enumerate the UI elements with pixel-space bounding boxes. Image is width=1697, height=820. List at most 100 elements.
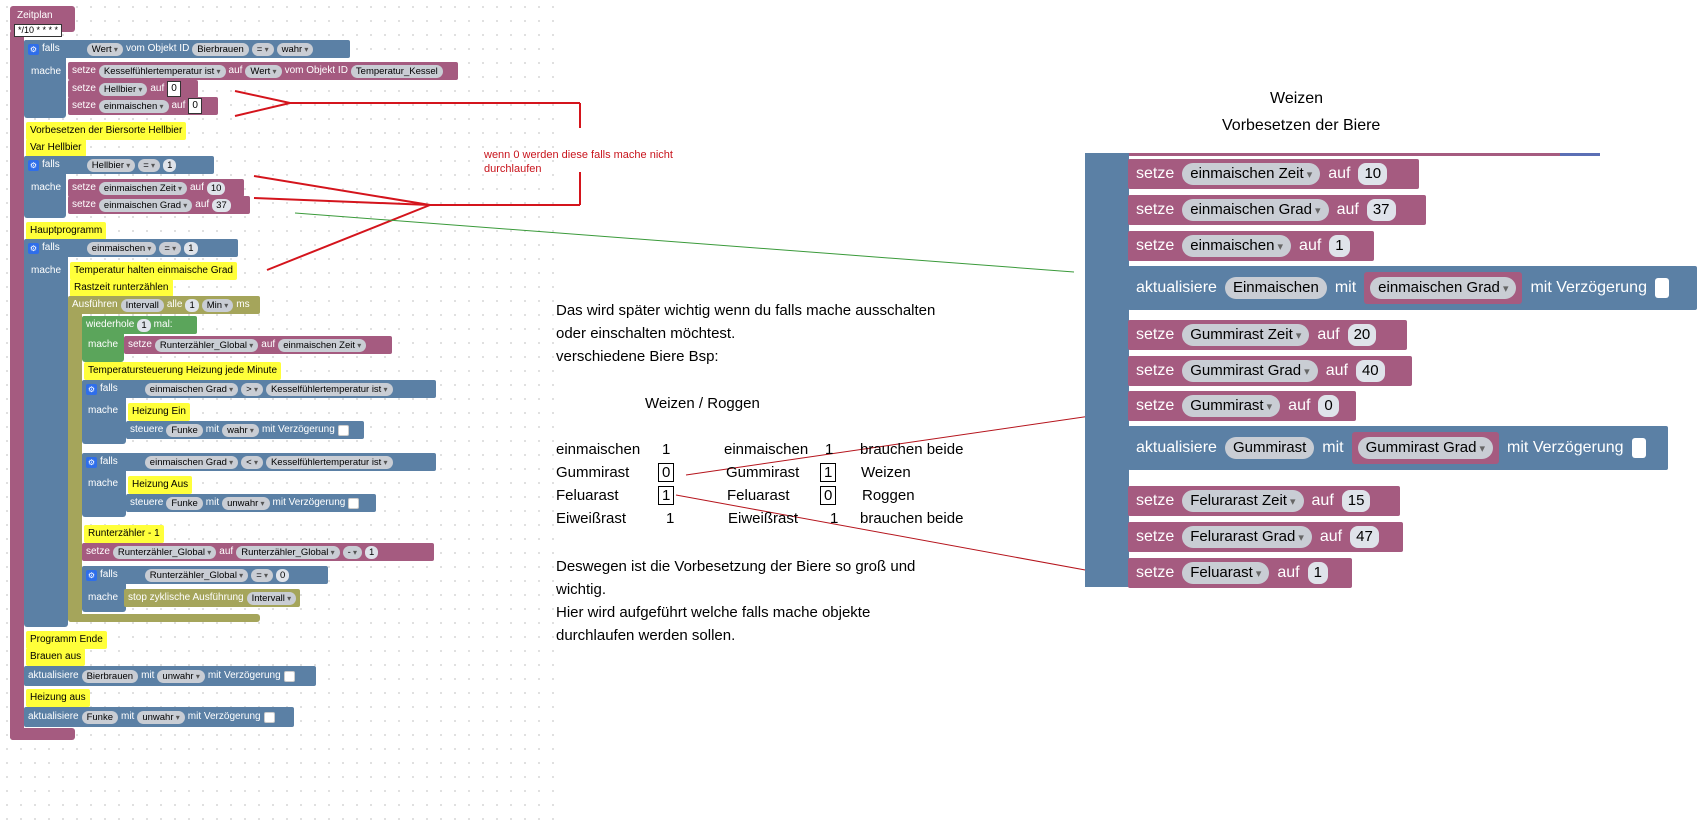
zoom-set-gummirast[interactable]: setze Gummirast auf 0 — [1128, 391, 1356, 421]
if1-cond-3[interactable]: Bierbrauen — [192, 42, 249, 56]
zoom-set-einmaischen[interactable]: setze einmaischen auf 1 — [1128, 231, 1374, 261]
var-hellbier[interactable]: Hellbier — [98, 82, 148, 96]
var-gummirast[interactable]: Gummirast — [1182, 395, 1281, 417]
num-1[interactable]: 1 — [1307, 562, 1328, 584]
obj-funke[interactable]: Funke — [166, 496, 203, 510]
cron-field[interactable]: */10 * * * * — [14, 24, 63, 37]
delay-checkbox[interactable] — [283, 670, 295, 682]
var-einmaischen[interactable]: einmaischen — [98, 99, 169, 113]
op-minus[interactable]: - — [342, 545, 363, 559]
var-gummirast-zeit[interactable]: Gummirast Zeit — [1182, 324, 1310, 346]
zoom-upd-einmaischen[interactable]: aktualisiere Einmaischen mit einmaischen… — [1128, 266, 1697, 310]
var-kesseltemp[interactable]: Kesselfühlertemperatur ist — [265, 455, 393, 469]
delay-checkbox[interactable] — [337, 424, 349, 436]
if1-set-1[interactable]: setze Kesselfühlertemperatur ist auf Wer… — [68, 62, 458, 80]
var-runterzaehler[interactable]: Runterzähler_Global — [144, 568, 249, 582]
var-einmaischen-grad[interactable]: einmaischen Grad — [1370, 277, 1517, 299]
if2-set-1[interactable]: setze einmaischen Zeit auf 10 — [68, 179, 244, 197]
if2-header[interactable]: ⚙falls Hellbier = 1 — [24, 156, 214, 174]
val-unwahr[interactable]: unwahr — [222, 496, 270, 510]
zoom-set-einmaischen-grad[interactable]: setze einmaischen Grad auf 37 — [1128, 195, 1426, 225]
var-feluarast[interactable]: Feluarast — [1182, 562, 1270, 584]
comment-temperatursteuerung[interactable]: Temperatursteuerung Heizung jede Minute — [84, 362, 281, 380]
var-einmaischen-zeit[interactable]: einmaischen Zeit — [1182, 163, 1321, 185]
delay-checkbox[interactable] — [263, 711, 275, 723]
var-gummirast-grad[interactable]: Gummirast Grad — [1357, 437, 1494, 459]
var-kesseltemp[interactable]: Kesselfühlertemperatur ist — [265, 382, 393, 396]
obj-funke[interactable]: Funke — [166, 423, 203, 437]
obj-funke[interactable]: Funke — [81, 710, 118, 724]
val-wahr[interactable]: wahr — [222, 423, 259, 437]
interval-name[interactable]: Intervall — [120, 298, 164, 312]
if1-cond-4[interactable]: = — [251, 42, 274, 56]
val-wert[interactable]: Wert — [245, 64, 282, 78]
op-lt[interactable]: < — [241, 455, 263, 469]
var-kesseltemp[interactable]: Kesselfühlertemperatur ist — [98, 64, 226, 78]
var-einmaischen-grad[interactable]: einmaischen Grad — [98, 198, 193, 212]
num-1[interactable]: 1 — [365, 545, 379, 559]
repeat-header[interactable]: wiederhole 1 mal: — [82, 316, 197, 334]
if4-steuere[interactable]: steuere Funke mit wahr mit Verzögerung — [126, 421, 364, 439]
comment-temperatur-halten[interactable]: Temperatur halten einmaische Grad — [70, 262, 237, 280]
zoom-set-felurarast-grad[interactable]: setze Felurarast Grad auf 47 — [1128, 522, 1403, 552]
val-unwahr[interactable]: unwahr — [137, 710, 185, 724]
if3-header[interactable]: ⚙falls einmaischen = 1 — [24, 239, 238, 257]
var-einmaischen-grad[interactable]: einmaischen Grad — [1182, 199, 1329, 221]
zoom-set-einmaischen-zeit[interactable]: setze einmaischen Zeit auf 10 — [1128, 159, 1419, 189]
if1-cond-1[interactable]: Wert — [86, 42, 123, 56]
num-40[interactable]: 40 — [1355, 360, 1385, 382]
val-unwahr[interactable]: unwahr — [157, 669, 205, 683]
zoom-set-gummirast-grad[interactable]: setze Gummirast Grad auf 40 — [1128, 356, 1412, 386]
num-1[interactable]: 1 — [184, 241, 198, 255]
obj-gummirast[interactable]: Gummirast — [1224, 437, 1315, 459]
interval-n[interactable]: 1 — [185, 298, 199, 312]
var-einmaischen-grad[interactable]: einmaischen Grad — [144, 455, 239, 469]
op-eq[interactable]: = — [251, 568, 273, 582]
end-aktualisiere-2[interactable]: aktualisiere Funke mit unwahr mit Verzög… — [24, 707, 294, 727]
if1-header[interactable]: ⚙falls Wert vom Objekt ID Bierbrauen = w… — [24, 40, 350, 58]
if1-cond-5[interactable]: wahr — [276, 42, 314, 56]
comment-var-hellbier[interactable]: Var Hellbier — [26, 139, 86, 157]
repeat-n[interactable]: 1 — [137, 318, 151, 332]
interval-unit[interactable]: Min — [201, 298, 234, 312]
num-0[interactable]: 0 — [1318, 395, 1339, 417]
dec-set[interactable]: setze Runterzähler_Global auf Runterzähl… — [82, 543, 434, 561]
comment-heizung-aus-2[interactable]: Heizung aus — [26, 689, 90, 707]
zoom-set-feluarast[interactable]: setze Feluarast auf 1 — [1128, 558, 1352, 588]
num-0[interactable]: 0 — [276, 568, 290, 582]
comment-heizung-ein[interactable]: Heizung Ein — [128, 403, 190, 421]
delay-checkbox[interactable] — [1654, 278, 1669, 298]
num-hellbier[interactable]: 0 — [167, 81, 181, 97]
num-10[interactable]: 10 — [1358, 163, 1388, 185]
if2-set-2[interactable]: setze einmaischen Grad auf 37 — [68, 196, 250, 214]
if5-steuere[interactable]: steuere Funke mit unwahr mit Verzögerung — [126, 494, 376, 512]
end-aktualisiere-1[interactable]: aktualisiere Bierbrauen mit unwahr mit V… — [24, 666, 316, 686]
gear-icon[interactable]: ⚙ — [28, 159, 39, 171]
num-37[interactable]: 37 — [1366, 199, 1396, 221]
zoom-set-felurarast-zeit[interactable]: setze Felurarast Zeit auf 15 — [1128, 486, 1400, 516]
repeat-set[interactable]: setze Runterzähler_Global auf einmaische… — [124, 336, 392, 354]
comment-rastzeit[interactable]: Rastzeit runterzählen — [70, 279, 173, 297]
var-runterzaehler[interactable]: Runterzähler_Global — [154, 338, 259, 352]
var-einmaischen-grad[interactable]: einmaischen Grad — [144, 382, 239, 396]
obj-einmaischen[interactable]: Einmaischen — [1224, 277, 1327, 299]
var-einmaischen-zeit[interactable]: einmaischen Zeit — [98, 181, 187, 195]
num-47[interactable]: 47 — [1350, 526, 1379, 548]
num-37[interactable]: 37 — [212, 198, 231, 212]
var-gummirast-grad[interactable]: Gummirast Grad — [1182, 360, 1318, 382]
num-20[interactable]: 20 — [1347, 324, 1377, 346]
num-10[interactable]: 10 — [206, 181, 226, 195]
interval-name[interactable]: Intervall — [246, 591, 297, 605]
var-runterzaehler[interactable]: Runterzähler_Global — [236, 545, 340, 559]
if4-header[interactable]: ⚙falls einmaischen Grad > Kesselfühlerte… — [82, 380, 436, 398]
gear-icon[interactable]: ⚙ — [86, 456, 97, 468]
if6-header[interactable]: ⚙falls Runterzähler_Global = 0 — [82, 566, 328, 584]
num-1[interactable]: 1 — [163, 158, 177, 172]
op-eq[interactable]: = — [138, 158, 161, 172]
op-eq[interactable]: = — [159, 241, 182, 255]
var-runterzaehler[interactable]: Runterzähler_Global — [112, 545, 217, 559]
gear-icon[interactable]: ⚙ — [86, 383, 97, 395]
var-felurarast-grad[interactable]: Felurarast Grad — [1182, 526, 1312, 548]
obj-temperatur-kessel[interactable]: Temperatur_Kessel — [350, 64, 443, 78]
comment-runterzaehler[interactable]: Runterzähler - 1 — [84, 525, 164, 543]
